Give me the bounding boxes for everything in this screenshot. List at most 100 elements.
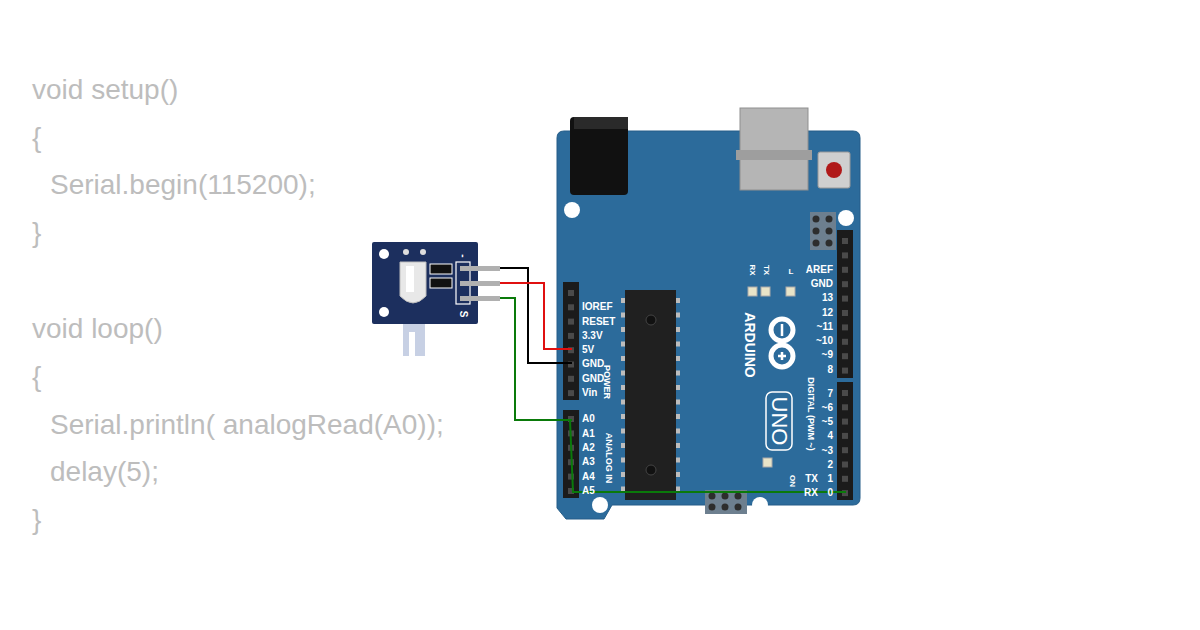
led-label: ON bbox=[788, 475, 796, 487]
pin-label: 13 bbox=[822, 293, 833, 303]
pin-label: RX bbox=[804, 488, 818, 498]
chip-pin bbox=[621, 313, 625, 318]
smd-part bbox=[430, 264, 452, 274]
code-line: } bbox=[32, 506, 41, 534]
icsp-pin bbox=[813, 216, 820, 223]
pin-label: 2 bbox=[827, 460, 833, 470]
arduino-logo bbox=[771, 319, 793, 367]
header-hole bbox=[842, 368, 848, 374]
icsp-pin bbox=[826, 240, 833, 247]
reset-button bbox=[818, 152, 850, 188]
module-pin bbox=[460, 296, 500, 301]
icsp-pin bbox=[722, 504, 729, 511]
on-led bbox=[763, 458, 772, 467]
header-hole bbox=[568, 376, 574, 382]
pin-label: S bbox=[458, 311, 468, 318]
chip-pin bbox=[676, 458, 680, 463]
header-holes bbox=[568, 238, 848, 496]
header-hole bbox=[842, 281, 848, 287]
pin-label: 1 bbox=[827, 474, 833, 484]
led-label: RX bbox=[748, 264, 756, 275]
chip-pin bbox=[621, 487, 625, 492]
chip-pin bbox=[676, 313, 680, 318]
header-hole bbox=[842, 296, 848, 302]
rx-led bbox=[748, 287, 757, 296]
pin-label: ~11 bbox=[817, 322, 833, 332]
code-line: void loop() bbox=[32, 315, 163, 343]
ir-lens bbox=[406, 266, 414, 292]
code-line: { bbox=[32, 124, 41, 152]
vcc-wire bbox=[500, 283, 572, 349]
chip-pin bbox=[621, 298, 625, 303]
chip-pin bbox=[676, 414, 680, 419]
chip-pin bbox=[676, 327, 680, 332]
header-title: ANALOG IN bbox=[604, 433, 613, 484]
icsp-header bbox=[810, 212, 836, 250]
chip-pin bbox=[621, 327, 625, 332]
header-hole bbox=[568, 390, 574, 396]
chip-pin bbox=[621, 443, 625, 448]
signal-wire bbox=[570, 420, 846, 492]
pin-label: 8 bbox=[827, 365, 833, 375]
header-hole bbox=[842, 267, 848, 273]
chip-pin bbox=[676, 400, 680, 405]
pin-label: GND bbox=[582, 359, 604, 369]
chip-pin bbox=[621, 414, 625, 419]
module-hole bbox=[379, 249, 389, 259]
icsp-pin bbox=[813, 240, 820, 247]
chip-dot bbox=[646, 465, 656, 475]
chip-pin bbox=[676, 342, 680, 347]
chip-pin bbox=[621, 385, 625, 390]
pin-label: Vin bbox=[582, 388, 597, 398]
chip-pin bbox=[621, 342, 625, 347]
header-hole bbox=[842, 476, 848, 482]
pin-label: 3.3V bbox=[582, 331, 603, 341]
module-hole bbox=[420, 249, 426, 255]
header-hole bbox=[842, 238, 848, 244]
code-line: { bbox=[32, 363, 41, 391]
mount-hole bbox=[752, 497, 768, 513]
icsp-pins bbox=[709, 216, 833, 511]
usb-flange bbox=[736, 150, 812, 160]
pin-label: 7 bbox=[827, 389, 833, 399]
header-hole bbox=[568, 319, 574, 325]
usb-port bbox=[740, 108, 808, 190]
pin-label: 12 bbox=[822, 308, 833, 318]
header-hole bbox=[842, 447, 848, 453]
header-hole bbox=[842, 310, 848, 316]
digital-header-high bbox=[837, 230, 853, 378]
led-label: L bbox=[789, 268, 794, 276]
chip-pin bbox=[621, 458, 625, 463]
pin-label: A2 bbox=[582, 443, 595, 453]
mount-hole bbox=[838, 210, 854, 226]
icsp-pin bbox=[722, 493, 729, 500]
signal-wire bbox=[500, 298, 572, 420]
mount-hole bbox=[564, 202, 580, 218]
reset-cap bbox=[826, 162, 842, 178]
header-hole bbox=[842, 390, 848, 396]
code-line: Serial.begin(115200); bbox=[50, 171, 316, 199]
header-hole bbox=[842, 339, 848, 345]
chip-pin bbox=[676, 385, 680, 390]
module-pin bbox=[460, 266, 500, 271]
chip-pin bbox=[676, 356, 680, 361]
icsp-header bbox=[705, 490, 747, 514]
header-hole bbox=[842, 324, 848, 330]
chip-pin bbox=[676, 298, 680, 303]
header-title: POWER bbox=[602, 365, 611, 399]
pin-label: 5V bbox=[582, 345, 594, 355]
pin-label: A3 bbox=[582, 457, 595, 467]
l-led bbox=[786, 287, 795, 296]
chip-pin bbox=[676, 443, 680, 448]
gnd-wire bbox=[500, 268, 572, 363]
pin-label: 0 bbox=[827, 488, 833, 498]
module-hole bbox=[403, 249, 409, 255]
module-pin bbox=[460, 281, 500, 286]
pin-label: ~3 bbox=[822, 446, 833, 456]
header-hole bbox=[842, 462, 848, 468]
icsp-pin bbox=[709, 504, 716, 511]
pin-label: GND bbox=[582, 374, 604, 384]
receiver-legs bbox=[403, 324, 425, 356]
led-label: TX bbox=[762, 265, 770, 275]
